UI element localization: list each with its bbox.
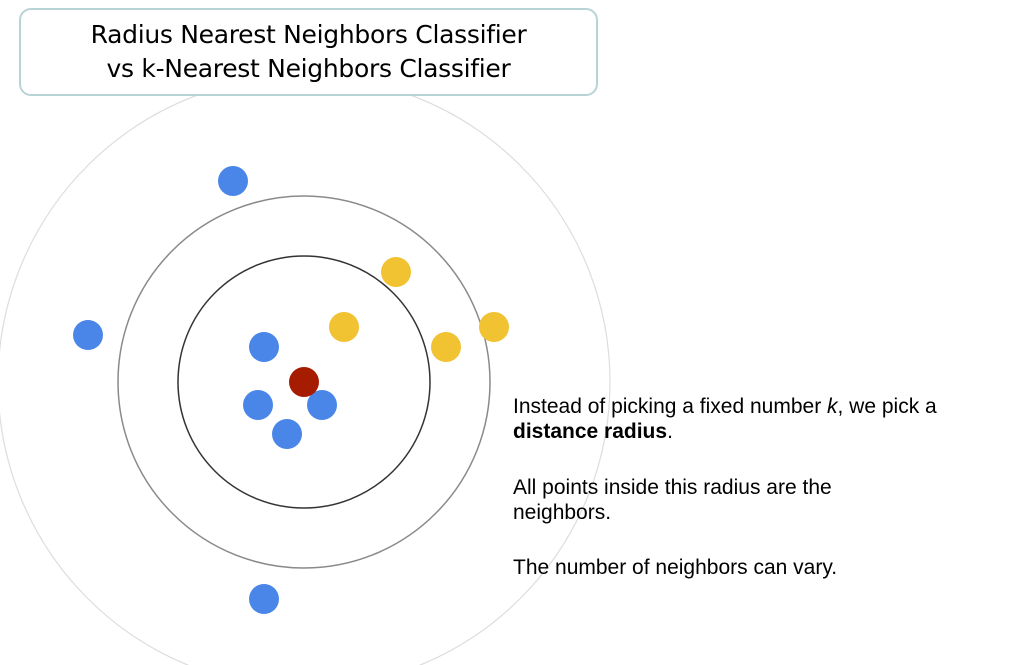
middle-radius-circle	[117, 195, 491, 569]
paragraph-vary: The number of neighbors can vary.	[513, 556, 838, 579]
blue-point	[249, 584, 279, 614]
inner-radius-circle	[177, 255, 431, 509]
text: , we pick a	[837, 395, 937, 418]
blue-point	[272, 419, 302, 449]
blue-point	[218, 166, 248, 196]
yellow-point	[431, 332, 461, 362]
blue-point	[249, 332, 279, 362]
title-line-2: vs k-Nearest Neighbors Classifier	[106, 54, 511, 83]
query-point	[289, 367, 319, 397]
paragraph-fixed-k: Instead of picking a fixed number k, we …	[513, 394, 993, 444]
distance-radius-bold: distance radius	[513, 420, 668, 443]
k-italic: k	[827, 395, 838, 418]
blue-point	[243, 390, 273, 420]
title-line-1: Radius Nearest Neighbors Classifier	[90, 20, 527, 49]
paragraph-inside-radius: All points inside this radius are the ne…	[513, 476, 832, 524]
yellow-point	[381, 257, 411, 287]
yellow-point	[329, 312, 359, 342]
yellow-point	[479, 312, 509, 342]
title-box: Radius Nearest Neighbors Classifier vs k…	[19, 8, 598, 96]
text: Instead of picking a fixed number	[513, 395, 828, 418]
blue-point	[73, 320, 103, 350]
text: .	[667, 420, 673, 443]
blue-point	[307, 390, 337, 420]
